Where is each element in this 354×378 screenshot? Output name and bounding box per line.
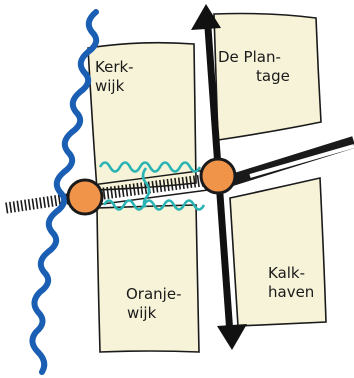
- river: [29, 9, 100, 375]
- district-label-kalkhaven: Kalk- haven: [268, 264, 314, 301]
- district-label-oranjewijk: Oranje- wijk: [126, 285, 186, 322]
- node-east: [199, 157, 237, 195]
- district-label-kerkwijk: Kerk- wijk: [95, 58, 138, 95]
- district-label-de-plantage: De Plan- tage: [218, 48, 290, 85]
- block-oranjewijk: [96, 204, 200, 353]
- canal-north-bank: [98, 161, 202, 173]
- east-road-centre: [249, 144, 354, 178]
- arrow-south-icon: [217, 324, 247, 350]
- corridor-edge-top: [91, 169, 207, 186]
- node-west: [66, 178, 104, 216]
- block-kalkhaven: [229, 177, 327, 327]
- arrow-north-icon: [191, 4, 221, 30]
- canal-south-bank: [102, 199, 206, 211]
- canal-link: [141, 167, 151, 208]
- block-de-plantage: [213, 12, 322, 141]
